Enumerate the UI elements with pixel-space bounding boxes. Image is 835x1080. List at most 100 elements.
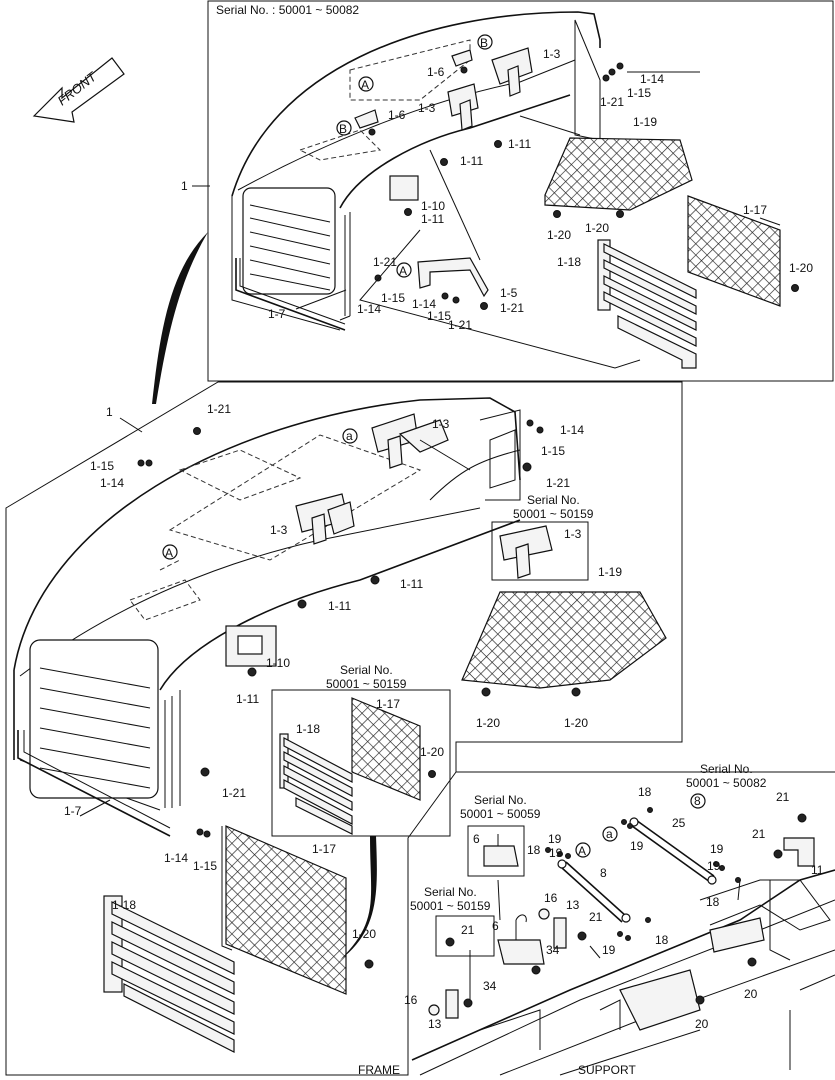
part-label: B	[339, 122, 347, 136]
part-label: 1-3	[270, 523, 288, 537]
bolt-21-inset	[435, 915, 495, 957]
part-label: 1-17	[376, 697, 400, 711]
part-label: 1-15	[427, 309, 451, 323]
part-label: 16	[544, 891, 558, 905]
part-label: 1-11	[236, 692, 259, 706]
part-label: 19	[548, 832, 562, 846]
part-label: 1-3	[543, 47, 561, 61]
part-label: 50001 ~ 50159	[410, 899, 491, 913]
part-label: 1-20	[547, 228, 571, 242]
top-hinge-upper	[491, 47, 533, 97]
part-label: 18	[638, 785, 652, 799]
connector-curve	[152, 232, 208, 404]
strut-25	[629, 817, 717, 885]
part-label: 19	[710, 842, 724, 856]
part-label: Serial No.	[700, 762, 753, 776]
part-label: 13	[428, 1017, 442, 1031]
bottom-labels: Serial No. 50001 ~ 50059 Serial No. 5000…	[358, 762, 824, 1077]
main-callout-markers: a A	[162, 428, 358, 560]
part-label: 19	[549, 846, 563, 860]
part-label: 1-20	[564, 716, 588, 730]
part-label: 1-19	[598, 565, 622, 579]
part-label: 1-11	[460, 154, 483, 168]
part-label: a	[346, 429, 353, 443]
main-grille	[29, 639, 159, 799]
part-label: 1-21	[600, 95, 624, 109]
frame-label: FRAME	[358, 1063, 400, 1077]
part-label: B	[480, 36, 488, 50]
main-mesh-1-19	[461, 591, 667, 689]
part-label: 1-10	[421, 199, 445, 213]
part-label: 6	[473, 832, 480, 846]
part-label: 1-21	[207, 402, 231, 416]
part-label: 50001 ~ 50159	[326, 677, 407, 691]
top-labels: 1 1-6 1-3 1-3 1-6 1-14 1-15 1-21 1-19 1-…	[181, 47, 813, 332]
part-label: 20	[744, 987, 758, 1001]
hinge-inset-box	[491, 521, 589, 581]
part-label: 18	[527, 843, 541, 857]
part-label: 11	[811, 863, 824, 877]
part-label: 20	[695, 1017, 709, 1031]
part-label: 1-5	[500, 286, 518, 300]
main-hood-box	[5, 381, 683, 1076]
part-label: 1-3	[432, 417, 450, 431]
part-label: 21	[461, 923, 475, 937]
part-label: 1-3	[418, 101, 436, 115]
top-louver-1-18	[597, 239, 697, 369]
part-label: 1-14	[357, 302, 381, 316]
part-label: 34	[546, 943, 560, 957]
part-label: 1-15	[627, 86, 651, 100]
front-arrow: FRONT	[32, 57, 125, 123]
part-label: 1-3	[564, 527, 582, 541]
part-label: 1-20	[476, 716, 500, 730]
part-label: 18	[655, 933, 669, 947]
part-label: 1-20	[585, 221, 609, 235]
part-label: 1-14	[164, 851, 188, 865]
top-bracket-1-5	[417, 257, 489, 298]
support-label: SUPPORT	[578, 1063, 636, 1077]
part-label: Serial No.	[424, 885, 477, 899]
part-label: 1-18	[112, 898, 136, 912]
part-label: 1	[181, 179, 188, 193]
top-hinge-lower	[447, 83, 479, 131]
bracket-11	[783, 837, 815, 867]
top-grille	[242, 187, 336, 295]
part-label: 1-17	[312, 842, 336, 856]
part-label: 1-19	[633, 115, 657, 129]
part-label: 16	[404, 993, 418, 1007]
part-label: A	[165, 546, 173, 560]
part-label: 1-6	[427, 65, 445, 79]
top-callout-markers: A B B A	[336, 34, 493, 278]
part-label: 1-11	[328, 599, 351, 613]
part-label: 1-14	[640, 72, 664, 86]
part-label: 1-20	[789, 261, 813, 275]
part-label: 1-15	[90, 459, 114, 473]
frame-support-section	[411, 771, 835, 1076]
part-label: 18	[706, 895, 720, 909]
part-label: 8	[600, 866, 607, 880]
main-louver-1-18	[103, 895, 235, 1053]
bracket-13-left	[445, 989, 459, 1019]
part-label: A	[361, 78, 369, 92]
part-label: 1-21	[500, 301, 524, 315]
top-serial-label: Serial No. : 50001 ~ 50082	[216, 3, 359, 17]
part-label: 13	[566, 898, 580, 912]
part-label: 1-21	[448, 318, 472, 332]
part-label: 34	[483, 979, 497, 993]
part-label: 50001 ~ 50059	[460, 807, 541, 821]
part-label: A	[399, 264, 407, 278]
bottom-callout-markers: A a 8	[575, 793, 706, 858]
main-hinge-rear	[371, 413, 449, 469]
part-label: 1-15	[381, 291, 405, 305]
part-label: 1-20	[420, 745, 444, 759]
louver-inset-box	[271, 689, 451, 837]
strut-8	[557, 859, 631, 923]
main-mesh-1-17	[225, 825, 347, 995]
part-label: 1-7	[64, 804, 82, 818]
top-mesh-1-17	[687, 195, 781, 307]
top-latch	[389, 175, 419, 201]
part-label: 1-7	[268, 307, 286, 321]
part-label: 1-10	[266, 656, 290, 670]
part-label: 1-11	[508, 137, 531, 151]
